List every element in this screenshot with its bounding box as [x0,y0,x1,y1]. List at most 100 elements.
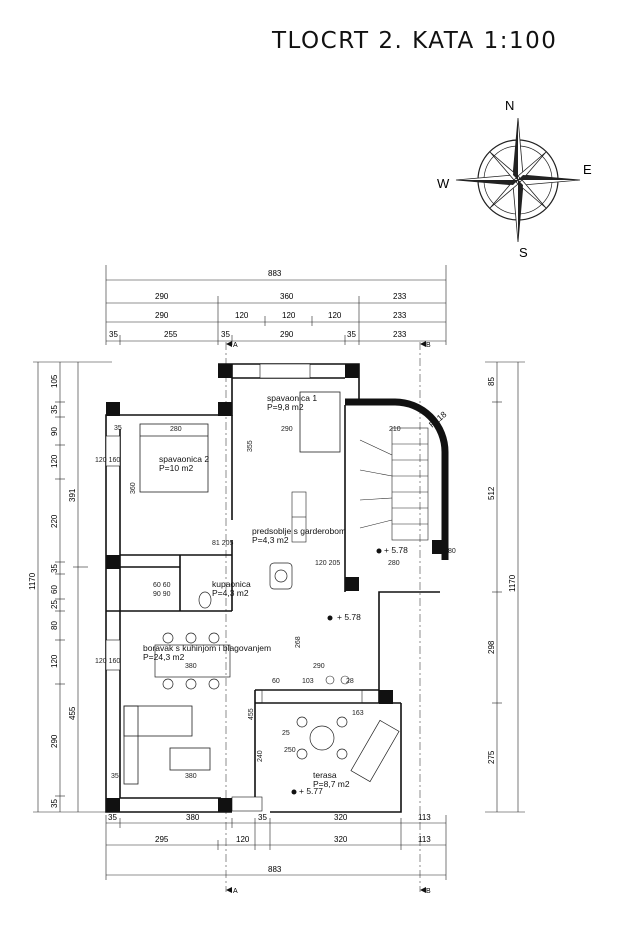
dining-table [154,632,231,690]
compass-s-label: S [519,245,528,260]
level-markers [291,548,382,795]
dim-text: 290 [155,311,169,320]
dim-text: 320 [334,835,348,844]
sofa [123,705,211,785]
dim-text: 28 [346,678,354,685]
dim-text: 120 [50,654,59,668]
dim-text: 380 [185,663,197,670]
dim-text: 268 [295,636,302,648]
section-lines [225,342,421,892]
compass-rose-icon [455,117,581,243]
dim-text: 120 [235,311,249,320]
dim-text: 81 205 [212,540,234,547]
dim-text: 355 [247,440,254,452]
room-area: P=10 m2 [159,463,194,473]
compass-e-label: E [583,162,592,177]
dim-text: 103 [302,678,314,685]
dim-text: 80 [448,548,456,555]
dim-text: 210 [389,426,401,433]
dim-text: 391 [68,488,77,502]
dim-text: 220 [50,514,59,528]
dim-text: 295 [155,835,169,844]
bottom-dimension-lines [105,815,447,880]
dim-text: 298 [487,640,496,654]
dim-text: 320 [334,813,348,822]
dim-text: 360 [130,482,137,494]
dim-text: 60 [50,585,59,594]
dim-text: 105 [50,374,59,388]
dim-text: 120 [282,311,296,320]
room-name: boravak s kuhinjom i blagovanjem [143,643,271,653]
dim-text: 290 [50,734,59,748]
room-name: kupaonica [212,579,251,589]
dim-text: 512 [487,486,496,500]
right-dimension-lines [485,361,525,813]
dim-text: 120 [50,454,59,468]
section-mark-b: B [426,888,431,895]
dim-text: 280 [170,426,182,433]
dim-text: 35 [111,773,119,780]
dim-text: 380 [185,773,197,780]
dim-text: 35 [50,799,59,808]
section-mark-b: B [426,342,431,349]
room-name: predsoblje s garderobom [252,526,346,536]
dim-text: 290 [313,663,325,670]
drawing-title: TLOCRT 2. KATA 1:100 [272,28,558,54]
compass-n-label: N [505,98,514,113]
windows [105,363,311,812]
dim-text: 1170 [508,574,517,592]
room-name: spavaonica 2 [159,454,209,464]
dim-text: 90 90 [153,591,171,598]
room-name: terasa [313,770,337,780]
bed-icon [139,423,209,493]
dim-text: 120 160 [95,658,120,665]
dim-text: 360 [280,292,294,301]
dim-text: 290 [280,330,294,339]
left-dimension-lines [33,361,112,813]
bed-icon [299,391,341,453]
dim-text: 35 [108,813,117,822]
room-area: P=4,3 m2 [252,535,289,545]
dim-text: 60 [272,678,280,685]
dim-text: 280 [388,560,400,567]
top-dimension-lines [105,265,447,345]
section-mark-a: A [233,888,238,895]
dim-text: 35 [347,330,356,339]
staircase [359,427,429,541]
dim-text: 35 [50,564,59,573]
terrace-furniture [296,716,400,783]
dim-text: 25 [282,730,290,737]
dim-text: 240 [257,750,264,762]
section-markers [226,341,426,893]
room-area: P=8,7 m2 [313,779,350,789]
dim-text: 60 60 [153,582,171,589]
dim-text: 35 [50,405,59,414]
dim-text: 120 [236,835,250,844]
dim-text: 455 [68,706,77,720]
dim-text: 113 [418,813,431,822]
dim-text: 113 [418,835,431,844]
dim-text: 290 [281,426,293,433]
dim-text: 120 205 [315,560,340,567]
dim-text: 35 [114,425,122,432]
wall-posts [106,364,446,812]
dim-text: 35 [258,813,267,822]
dim-text: 90 [50,427,59,436]
curved-wall [345,398,449,560]
bathroom-fixtures [198,562,293,609]
compass-w-label: W [437,176,450,191]
dim-text: 120 160 [95,457,120,464]
dim-text: 883 [268,269,282,278]
level-label: + 5.77 [299,786,323,796]
dim-text: 35 [221,330,230,339]
dim-text: 233 [393,330,407,339]
dim-text: 1170 [28,572,37,590]
level-label: + 5.78 [337,612,361,622]
dim-text: 120 [328,311,342,320]
dim-text: 250 [284,747,296,754]
wardrobe [291,491,307,543]
dim-text: 163 [352,710,364,717]
kitchen-counter [261,675,363,704]
dim-text: 233 [393,311,407,320]
